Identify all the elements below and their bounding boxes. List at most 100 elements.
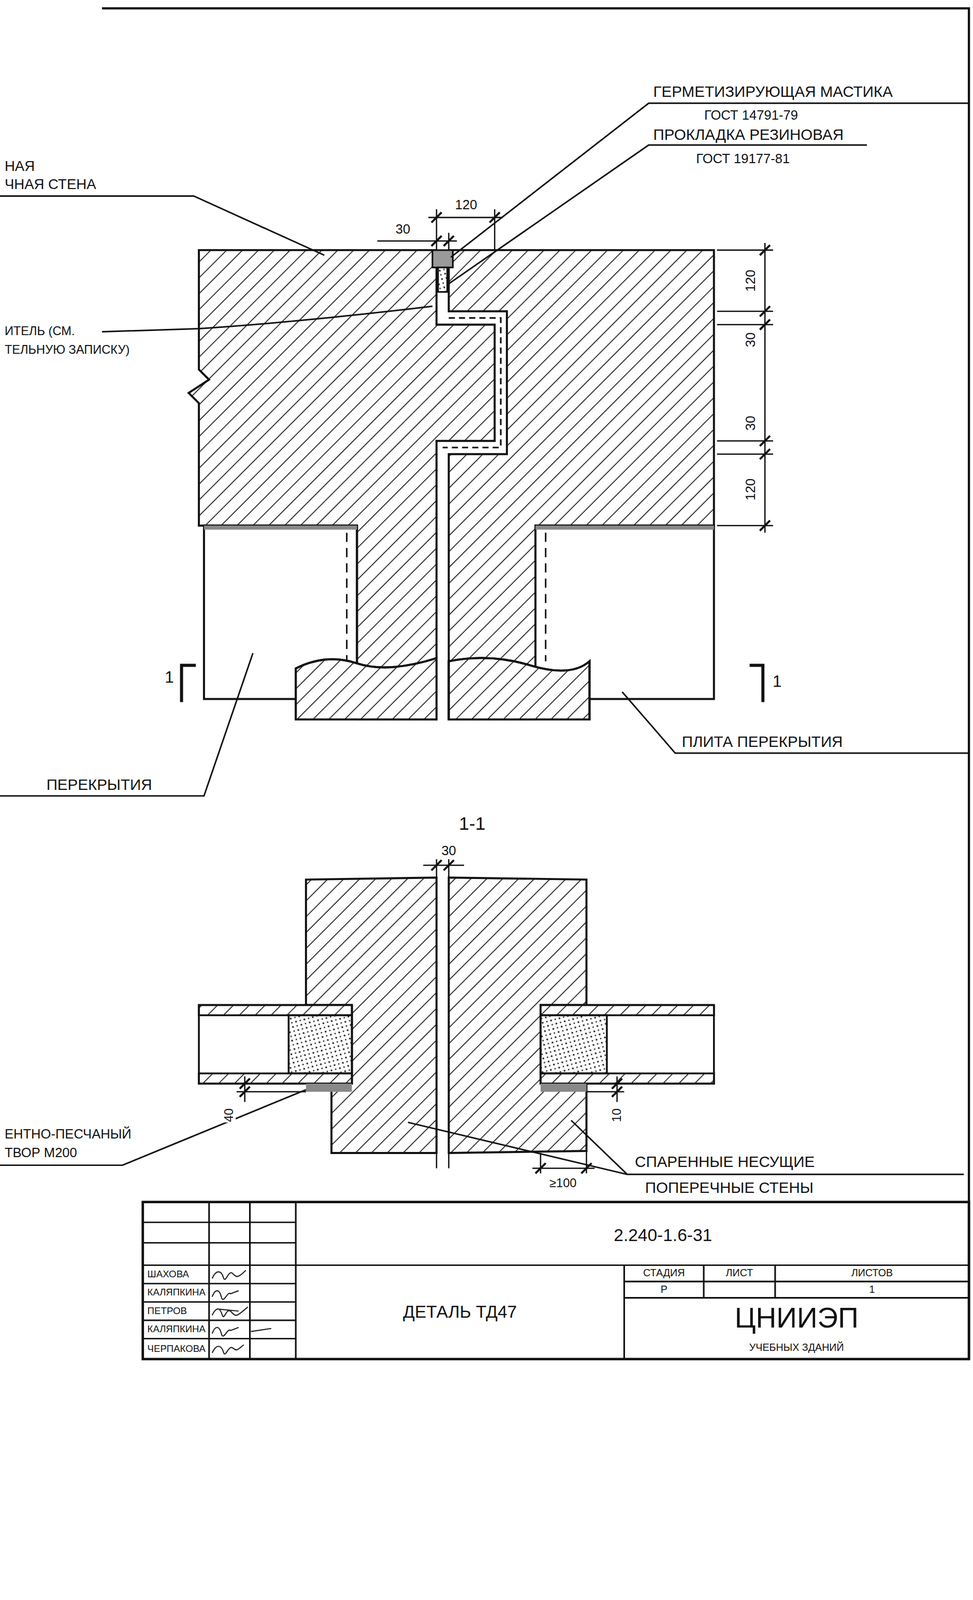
hollow-core-slabs bbox=[540, 1004, 715, 1015]
dimension-tick bbox=[431, 212, 442, 223]
dimension-lines bbox=[764, 242, 766, 533]
signer-name: ЧЕРПАКОВА bbox=[147, 1343, 207, 1354]
signer-name: ШАХОВА bbox=[147, 1269, 190, 1280]
dimension-lines bbox=[428, 216, 503, 219]
leader-lines bbox=[0, 1089, 307, 1166]
lower-walls bbox=[295, 658, 437, 720]
dimension-value: 10 bbox=[611, 1107, 624, 1123]
table-cell: Р bbox=[660, 1284, 668, 1295]
table-header: ЛИСТ bbox=[725, 1267, 754, 1279]
lower-walls bbox=[295, 658, 437, 720]
signer-name: КАЛЯПКИНА bbox=[147, 1324, 207, 1334]
floor-slabs bbox=[346, 532, 546, 661]
mortar-bed bbox=[306, 1083, 353, 1092]
drawing-code: 2.240-1.6-31 bbox=[613, 1226, 713, 1244]
dimension-tick bbox=[612, 1086, 623, 1097]
hollow-core-slabs bbox=[198, 1004, 352, 1084]
signatures bbox=[212, 1306, 249, 1317]
dimension-value: 30 bbox=[744, 331, 758, 348]
dimension-value: 30 bbox=[395, 222, 411, 237]
dimension-ticks bbox=[239, 212, 771, 1173]
section-marks bbox=[749, 665, 764, 703]
joint-fill bbox=[442, 317, 501, 448]
lower-walls bbox=[448, 657, 590, 720]
wall-panels bbox=[448, 250, 715, 720]
callout-label: ПЛИТА ПЕРЕКРЫТИЯ bbox=[681, 733, 844, 750]
standard-reference: ГОСТ 19177-81 bbox=[695, 152, 791, 166]
callout-label: ЕНТНО-ПЕСЧАНЫЙ bbox=[4, 1127, 133, 1141]
dimension-value: 120 bbox=[744, 268, 758, 293]
sheet-frame bbox=[102, 8, 969, 1359]
drawing-title: ДЕТАЛЬ ТД47 bbox=[402, 1302, 518, 1320]
section-mark: 1 bbox=[772, 673, 783, 690]
callout-label: ИТЕЛЬ (СМ. bbox=[4, 325, 76, 338]
leader-lines bbox=[621, 691, 969, 753]
dimension-tick bbox=[239, 1086, 251, 1097]
mortar-layer bbox=[204, 525, 715, 530]
hollow-core-slabs bbox=[288, 1014, 352, 1073]
dimension-tick bbox=[759, 244, 771, 256]
callout-label: ТЕЛЬНУЮ ЗАПИСКУ) bbox=[4, 343, 130, 357]
callout-label: СПАРЕННЫЕ НЕСУЩИЕ bbox=[634, 1154, 816, 1170]
wall-panels bbox=[188, 250, 714, 720]
leader-lines bbox=[0, 652, 253, 796]
dimension-tick bbox=[759, 520, 771, 531]
leader-lines bbox=[451, 103, 970, 257]
leader-lines bbox=[0, 195, 325, 255]
organisation-name: УЧЕБНЫХ ЗДАНИЙ bbox=[748, 1342, 845, 1353]
table-header: СТАДИЯ bbox=[642, 1267, 686, 1279]
dimension-lines bbox=[436, 859, 449, 1169]
callout-label: ТВОР М200 bbox=[4, 1145, 78, 1160]
signer-name: КАЛЯПКИНА bbox=[147, 1287, 207, 1298]
mortar-layer bbox=[535, 525, 715, 530]
section-mark: 1 bbox=[164, 669, 175, 686]
signatures bbox=[212, 1290, 239, 1300]
dimension-lines bbox=[236, 1076, 307, 1102]
dimension-tick bbox=[759, 435, 771, 446]
joint-fill bbox=[432, 250, 501, 448]
organisation-name: ЦНИИЭП bbox=[734, 1303, 860, 1332]
hollow-core-slabs bbox=[198, 1004, 352, 1015]
callout-label: ПРОКЛАДКА РЕЗИНОВАЯ bbox=[652, 126, 845, 143]
table-cell: 1 bbox=[868, 1284, 876, 1295]
signatures bbox=[212, 1344, 244, 1354]
joint-fill bbox=[438, 267, 448, 292]
section-marks bbox=[181, 665, 764, 703]
signatures bbox=[212, 1269, 272, 1354]
dimension-tick bbox=[535, 1163, 546, 1174]
signatures bbox=[212, 1327, 272, 1336]
callout-label: ПОПЕРЕЧНЫЕ СТЕНЫ bbox=[644, 1179, 815, 1196]
lower-walls bbox=[448, 657, 590, 720]
dimension-value: 40 bbox=[223, 1107, 236, 1123]
leader-lines bbox=[448, 144, 868, 284]
dimension-tick bbox=[759, 448, 771, 460]
dimension-tick bbox=[431, 235, 442, 246]
callout-label: ЧНАЯ СТЕНА bbox=[4, 177, 97, 193]
dimension-lines bbox=[236, 209, 774, 1173]
sheet-frame bbox=[102, 8, 969, 1359]
section-marks bbox=[181, 665, 197, 703]
hollow-core-slabs bbox=[540, 1072, 715, 1084]
title-block bbox=[142, 1222, 969, 1339]
hollow-core-slabs bbox=[540, 1004, 715, 1084]
mortar-bed bbox=[540, 1083, 587, 1092]
callout-label: НАЯ bbox=[4, 158, 36, 174]
signatures bbox=[212, 1269, 246, 1280]
hollow-core-slabs bbox=[198, 1072, 352, 1084]
title-block bbox=[209, 1201, 296, 1359]
mortar-bed bbox=[306, 1083, 587, 1092]
dimension-tick bbox=[759, 319, 771, 330]
dimension-tick bbox=[443, 860, 455, 871]
title-block bbox=[623, 1265, 969, 1359]
title-block bbox=[142, 1201, 969, 1359]
dimension-value: 30 bbox=[744, 415, 758, 431]
lower-walls bbox=[295, 657, 590, 720]
mortar-layer bbox=[204, 525, 357, 530]
table-header: ЛИСТОВ bbox=[850, 1267, 894, 1279]
standard-reference: ГОСТ 14791-79 bbox=[703, 108, 799, 123]
dimension-tick bbox=[431, 860, 442, 871]
dimension-value: ≥100 bbox=[548, 1177, 577, 1190]
section-title: 1-1 bbox=[458, 815, 486, 834]
